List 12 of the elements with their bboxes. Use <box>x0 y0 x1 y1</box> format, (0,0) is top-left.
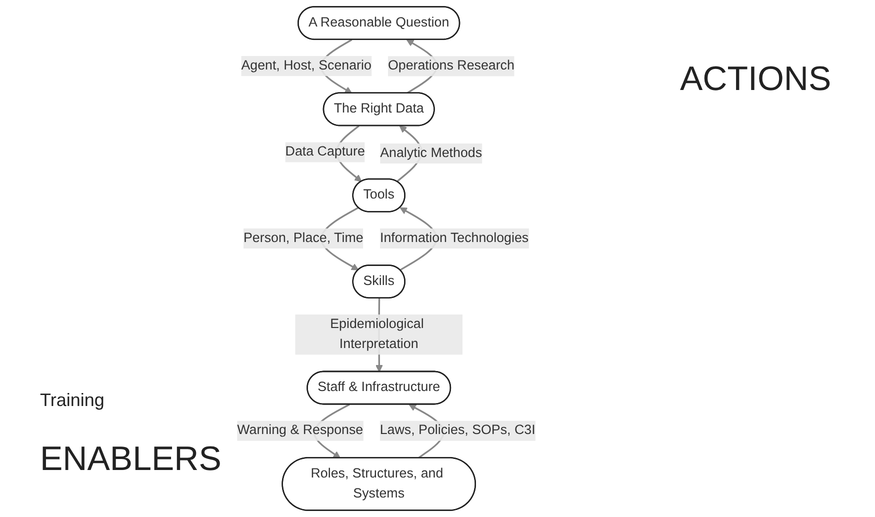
heading-text: ACTIONS <box>680 60 832 99</box>
edge-label: Epidemiological Interpretation <box>330 317 424 352</box>
heading-text: ENABLERS <box>40 440 222 479</box>
edge-label: Warning & Response <box>237 423 364 438</box>
edge-label: Person, Place, Time <box>244 230 364 246</box>
edge-label: Information Technologies <box>380 230 529 246</box>
note-text: Training <box>40 390 104 411</box>
edge-label: Analytic Methods <box>380 146 482 160</box>
edge-label: Operations Research <box>388 58 514 73</box>
edge-label: Data Capture <box>285 144 365 159</box>
edge-label: Laws, Policies, SOPs, C3I <box>380 423 536 438</box>
edge-label: Agent, Host, Scenario <box>241 58 372 73</box>
